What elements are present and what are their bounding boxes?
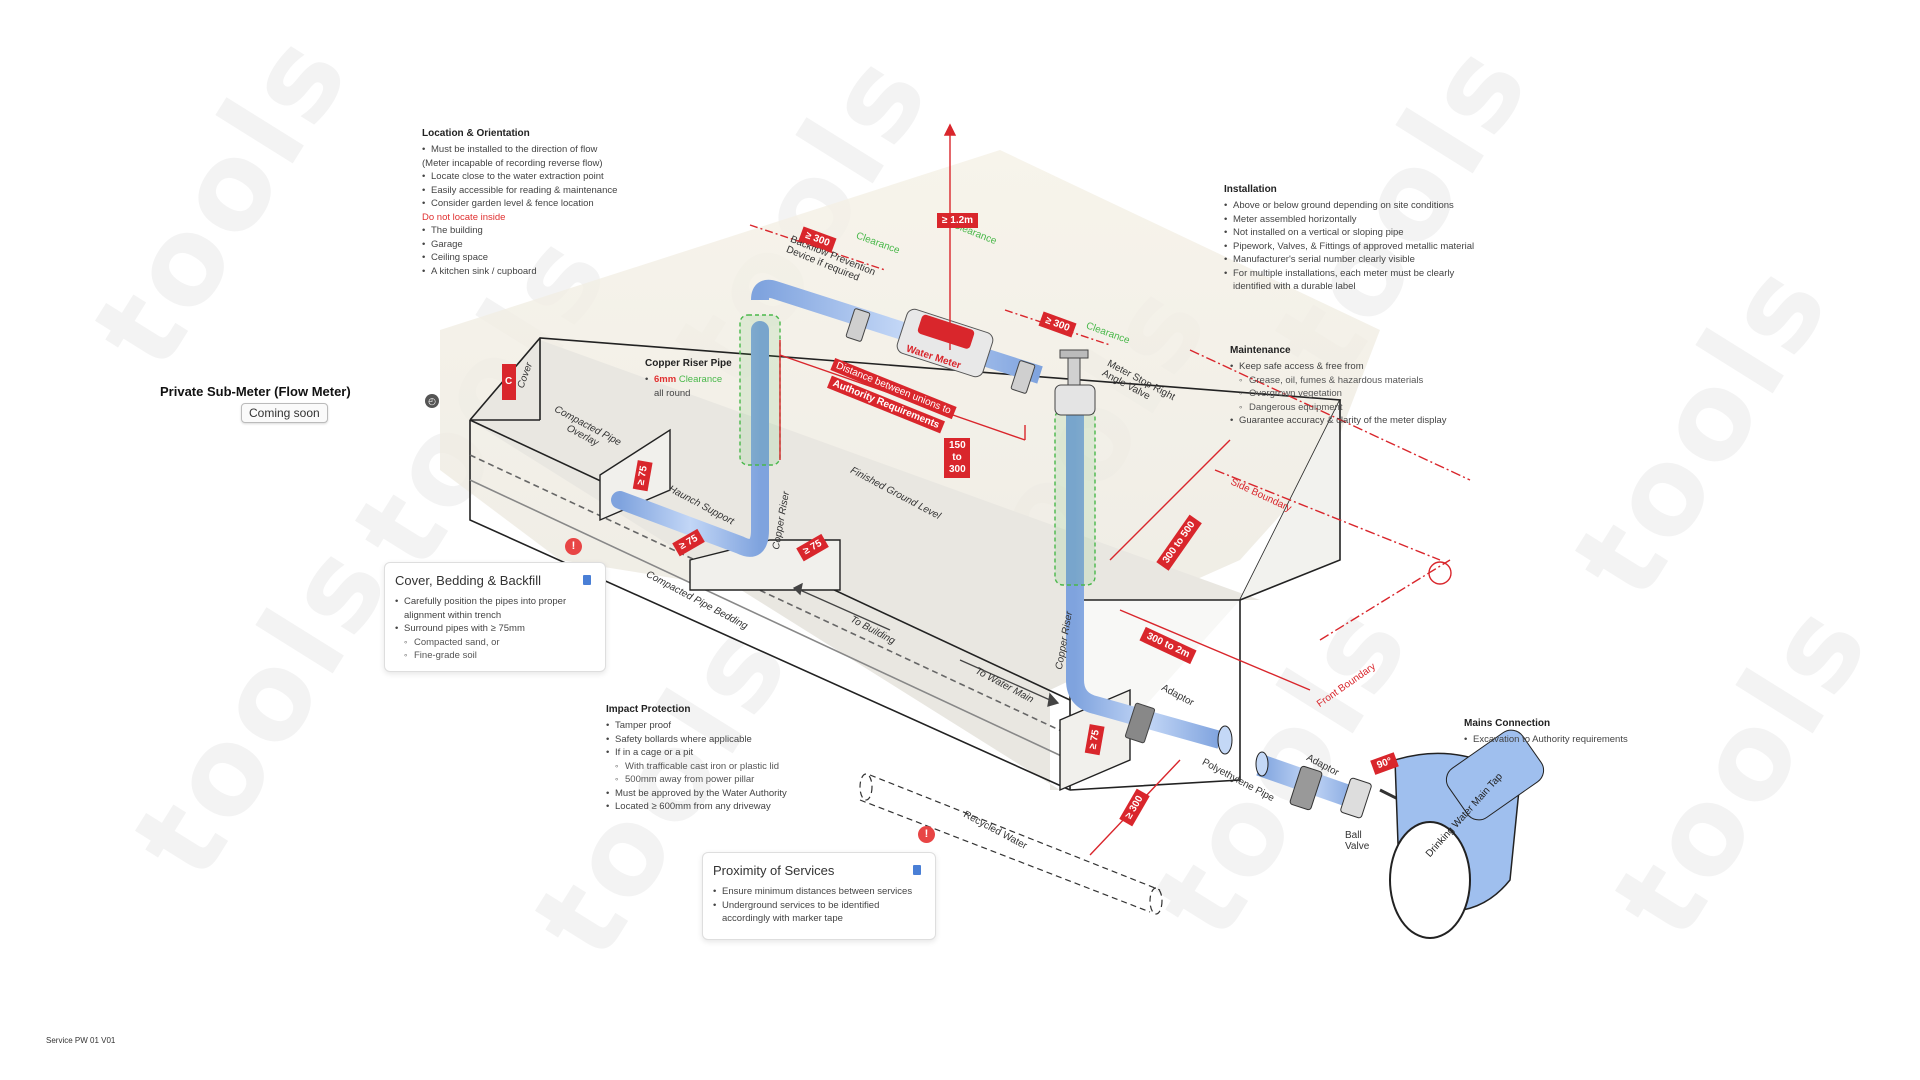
proximity-card-title: Proximity of Services: [713, 863, 835, 878]
location-item: Garage: [422, 238, 622, 252]
cover-card-item: Fine-grade soil: [395, 649, 595, 663]
location-item: (Meter incapable of recording reverse fl…: [422, 157, 603, 169]
maintenance-item: Overgrown vegetation: [1230, 387, 1480, 401]
proximity-card-item: Ensure minimum distances between service…: [713, 885, 925, 899]
footer-version: Service PW 01 V01: [46, 1036, 116, 1045]
location-item: Locate close to the water extraction poi…: [422, 170, 622, 184]
clearance-zones: [739, 314, 1096, 586]
proximity-card-item: Underground services to be identified ac…: [713, 899, 925, 926]
impact-item: Located ≥ 600mm from any driveway: [606, 800, 806, 814]
location-item: Ceiling space: [422, 251, 622, 265]
top-pipe: [751, 279, 1043, 384]
coming-soon-button[interactable]: Coming soon: [241, 403, 328, 423]
cover-card[interactable]: Cover, Bedding & Backfill Carefully posi…: [384, 562, 606, 672]
copper-riser-pipe-left: [611, 321, 769, 557]
location-item: Must be installed to the direction of fl…: [422, 143, 622, 157]
maintenance-heading: Maintenance: [1230, 345, 1291, 356]
maintenance-item: Guarantee accuracy & clarity of the mete…: [1230, 414, 1480, 428]
water-meter-body: [896, 308, 994, 378]
installation-item: Meter assembled horizontally: [1224, 213, 1494, 227]
maintenance-item: Keep safe access & free from: [1230, 360, 1480, 374]
cover-card-item: Surround pipes with ≥ 75mm: [395, 622, 595, 636]
recycled-water-pipe: [859, 773, 1163, 915]
impact-item: Must be approved by the Water Authority: [606, 787, 806, 801]
location-warning: Do not locate inside: [422, 211, 506, 223]
copper-riser-note: Copper Riser Pipe 6mm Clearance all roun…: [645, 358, 765, 400]
copper-clearance-label: Clearance: [678, 374, 723, 385]
impact-item: If in a cage or a pit: [606, 746, 806, 760]
ball-valve-label: Ball Valve: [1345, 830, 1370, 852]
location-heading: Location & Orientation: [422, 128, 530, 139]
cover-marker: [502, 364, 516, 400]
alert-icon[interactable]: !: [918, 826, 935, 843]
alert-icon[interactable]: !: [565, 538, 582, 555]
installation-heading: Installation: [1224, 184, 1277, 195]
dim-tag: 150 to 300: [944, 438, 970, 478]
location-item: A kitchen sink / cupboard: [422, 265, 622, 279]
impact-item: Tamper proof: [606, 719, 806, 733]
page-title: Private Sub-Meter (Flow Meter): [160, 384, 351, 399]
pipe-end: [1217, 725, 1233, 755]
mains-item: Excavation to Authority requirements: [1464, 733, 1664, 747]
dim-tag: ≥ 1.2m: [937, 213, 979, 228]
installation-note: Installation Above or below ground depen…: [1224, 184, 1494, 294]
meter-stop-valve: [1054, 349, 1096, 416]
cover-card-item: Compacted sand, or: [395, 636, 595, 650]
impact-note: Impact Protection Tamper proof Safety bo…: [606, 704, 806, 814]
location-item: Consider garden level & fence location: [422, 197, 622, 211]
copper-clearance-value: 6mm: [654, 374, 677, 385]
impact-item: With trafficable cast iron or plastic li…: [606, 760, 806, 774]
impact-item: Safety bollards where applicable: [606, 733, 806, 747]
copper-riser-item: all round: [654, 387, 691, 399]
proximity-card[interactable]: Proximity of Services Ensure minimum dis…: [702, 852, 936, 940]
copper-riser-pipe-right: [1066, 405, 1223, 749]
clock-icon: ◴: [425, 394, 439, 408]
flow-arrows: [792, 582, 1060, 707]
document-icon[interactable]: [913, 865, 921, 875]
location-item: Easily accessible for reading & maintena…: [422, 184, 622, 198]
mains-connection: [1255, 729, 1545, 939]
impact-item: 500mm away from power pillar: [606, 773, 806, 787]
cover-card-item: Carefully position the pipes into proper…: [395, 595, 595, 622]
installation-item: Above or below ground depending on site …: [1224, 199, 1494, 213]
maintenance-note: Maintenance Keep safe access & free from…: [1230, 345, 1480, 428]
cover-dim-tag: C: [505, 376, 513, 387]
installation-item: For multiple installations, each meter m…: [1224, 267, 1494, 294]
installation-item: Pipework, Valves, & Fittings of approved…: [1224, 240, 1494, 254]
maintenance-item: Grease, oil, fumes & hazardous materials: [1230, 374, 1480, 388]
cover-card-title: Cover, Bedding & Backfill: [395, 573, 541, 588]
installation-item: Not installed on a vertical or sloping p…: [1224, 226, 1494, 240]
installation-item: Manufacturer's serial number clearly vis…: [1224, 253, 1494, 267]
union-fittings: [845, 308, 1156, 744]
mains-heading: Mains Connection: [1464, 718, 1551, 729]
mains-note: Mains Connection Excavation to Authority…: [1464, 718, 1664, 747]
location-item: The building: [422, 224, 622, 238]
copper-riser-item: 6mm Clearance: [645, 373, 765, 387]
impact-heading: Impact Protection: [606, 704, 691, 715]
document-icon[interactable]: [583, 575, 591, 585]
copper-riser-heading: Copper Riser Pipe: [645, 358, 732, 369]
location-note: Location & Orientation Must be installed…: [422, 128, 622, 278]
maintenance-item: Dangerous equipment: [1230, 401, 1480, 415]
